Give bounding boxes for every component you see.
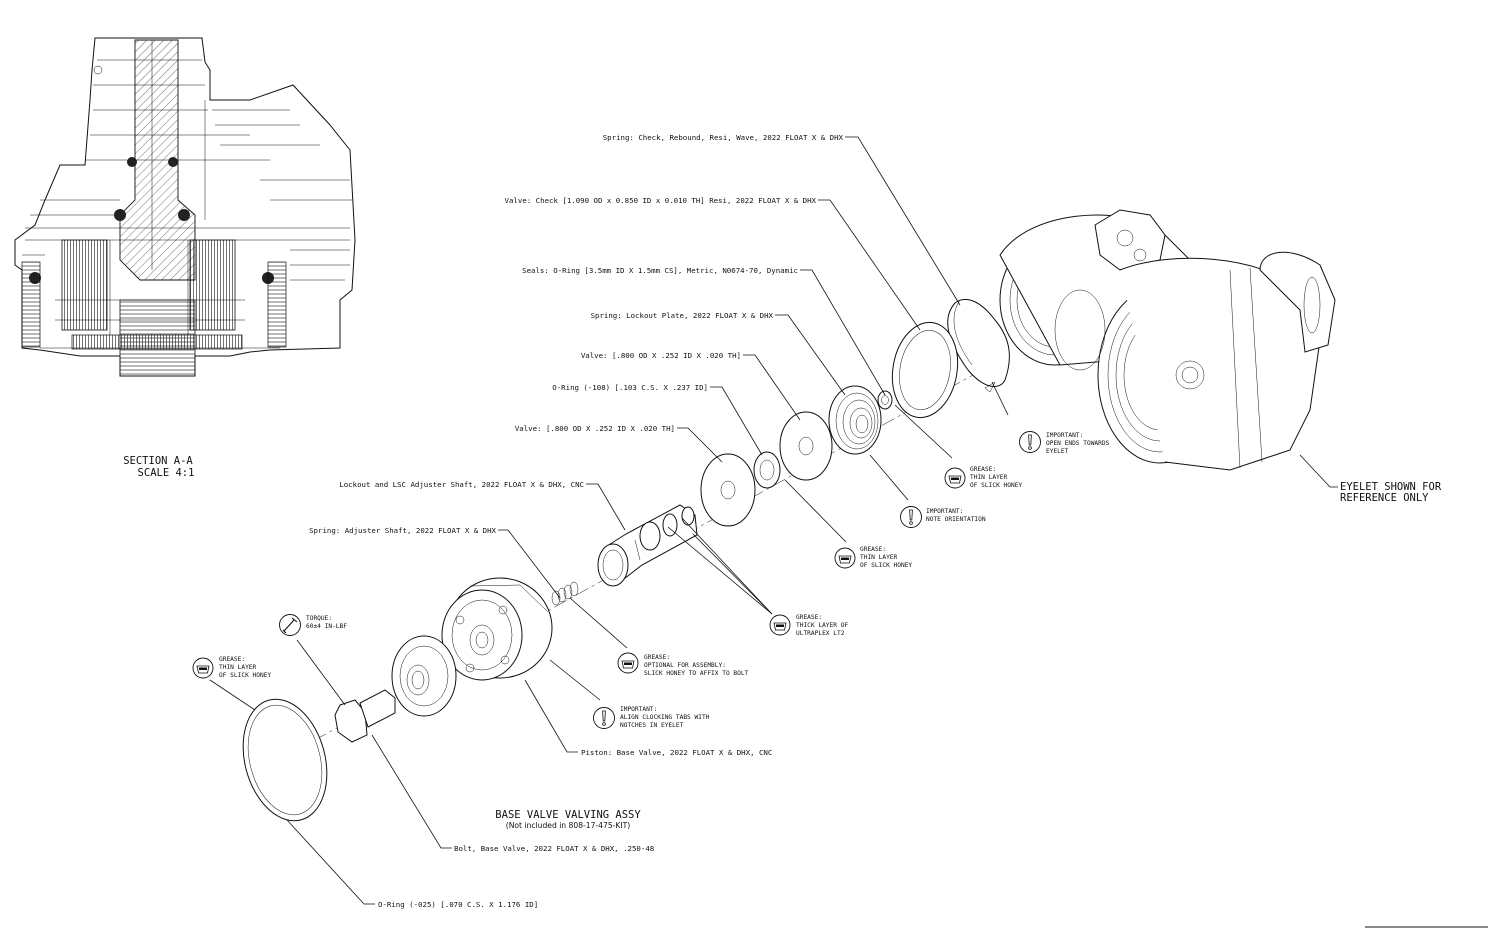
grease-tub-icon xyxy=(769,614,791,636)
section-title: SECTION A-A xyxy=(123,455,193,467)
note-grease-optional: GREASE: OPTIONAL FOR ASSEMBLY: SLICK HON… xyxy=(617,652,749,677)
note-text: OF SLICK HONEY xyxy=(860,562,912,569)
note-text: OPTIONAL FOR ASSEMBLY: xyxy=(644,662,726,669)
grease-tub-icon xyxy=(192,657,214,679)
eyelet-note-line1: EYELET SHOWN FOR xyxy=(1340,481,1442,493)
leader-lines xyxy=(209,136,1338,905)
callout-spring-check: Spring: Check, Rebound, Resi, Wave, 2022… xyxy=(603,133,844,142)
exclamation-icon xyxy=(900,506,922,528)
callout-valve-1: Valve: [.800 OD X .252 ID X .020 TH] xyxy=(581,351,741,360)
note-text: THIN LAYER xyxy=(970,474,1008,481)
grease-tub-icon xyxy=(944,467,966,489)
note-text: THIN LAYER xyxy=(860,554,898,561)
grease-tub-icon xyxy=(834,547,856,569)
note-text: NOTE ORIENTATION xyxy=(926,516,986,523)
eyelet-drawing xyxy=(999,209,1336,471)
assy-subtitle: (Not included in 808-17-475-KIT) xyxy=(506,821,630,830)
callout-lockout-shaft: Lockout and LSC Adjuster Shaft, 2022 FLO… xyxy=(339,480,584,489)
exclamation-icon xyxy=(593,707,615,729)
note-text: GREASE: xyxy=(970,466,996,473)
note-text: GREASE: xyxy=(219,656,245,663)
note-text: GREASE: xyxy=(796,614,822,621)
callout-bolt: Bolt, Base Valve, 2022 FLOAT X & DHX, .2… xyxy=(454,844,654,853)
note-text: THIN LAYER xyxy=(219,664,257,671)
note-align-tabs: IMPORTANT: ALIGN CLOCKING TABS WITH NOTC… xyxy=(593,706,710,729)
note-text: IMPORTANT: xyxy=(1046,432,1083,439)
exclamation-icon xyxy=(1019,431,1041,453)
note-text: GREASE: xyxy=(644,654,670,661)
note-text: THICK LAYER OF xyxy=(796,622,848,629)
note-text: OF SLICK HONEY xyxy=(219,672,271,679)
note-text: IMPORTANT: xyxy=(620,706,657,713)
callout-spring-adjuster: Spring: Adjuster Shaft, 2022 FLOAT X & D… xyxy=(309,526,496,535)
note-text: IMPORTANT: xyxy=(926,508,963,515)
note-text: ALIGN CLOCKING TABS WITH xyxy=(620,714,710,721)
assy-title: BASE VALVE VALVING ASSY xyxy=(495,809,641,821)
callout-valve-2: Valve: [.800 OD X .252 ID X .020 TH] xyxy=(515,424,675,433)
callout-oring-108: O-Ring (-108) [.103 C.S. X .237 ID] xyxy=(552,383,708,392)
note-grease-left: GREASE: THIN LAYER OF SLICK HONEY xyxy=(192,656,271,679)
grease-tub-icon xyxy=(617,652,639,674)
note-text: ULTRAPLEX LT2 xyxy=(796,630,845,637)
note-torque: TORQUE: 60±4 IN-LBF xyxy=(279,614,347,636)
callout-seals-oring: Seals: O-Ring [3.5mm ID X 1.5mm CS], Met… xyxy=(522,266,798,275)
callout-spring-lockout: Spring: Lockout Plate, 2022 FLOAT X & DH… xyxy=(591,311,774,320)
callout-oring-025: O-Ring (-025) [.070 C.S. X 1.176 ID] xyxy=(378,900,538,909)
note-text: 60±4 IN-LBF xyxy=(306,623,347,630)
section-scale: SCALE 4:1 xyxy=(138,467,195,479)
eyelet-note-line2: REFERENCE ONLY xyxy=(1340,492,1429,504)
section-cutaway xyxy=(14,37,356,377)
callout-valve-check: Valve: Check [1.090 OD x 0.850 ID x 0.01… xyxy=(505,196,817,205)
note-open-ends: IMPORTANT: OPEN ENDS TOWARDS EYELET xyxy=(1019,431,1110,455)
note-orientation: IMPORTANT: NOTE ORIENTATION xyxy=(900,506,986,528)
note-grease-mid: GREASE: THIN LAYER OF SLICK HONEY xyxy=(834,546,912,569)
note-grease-top: GREASE: THIN LAYER OF SLICK HONEY xyxy=(944,466,1022,489)
parts xyxy=(242,298,1010,822)
note-text: OPEN ENDS TOWARDS xyxy=(1046,440,1110,447)
callout-piston: Piston: Base Valve, 2022 FLOAT X & DHX, … xyxy=(581,748,772,757)
note-text: GREASE: xyxy=(860,546,886,553)
note-grease-ultraplex: GREASE: THICK LAYER OF ULTRAPLEX LT2 xyxy=(769,614,848,637)
note-text: SLICK HONEY TO AFFIX TO BOLT xyxy=(644,670,749,677)
note-text: OF SLICK HONEY xyxy=(970,482,1022,489)
note-text: TORQUE: xyxy=(306,615,332,622)
note-text: EYELET xyxy=(1046,448,1069,455)
note-text: NOTCHES IN EYELET xyxy=(620,722,684,729)
